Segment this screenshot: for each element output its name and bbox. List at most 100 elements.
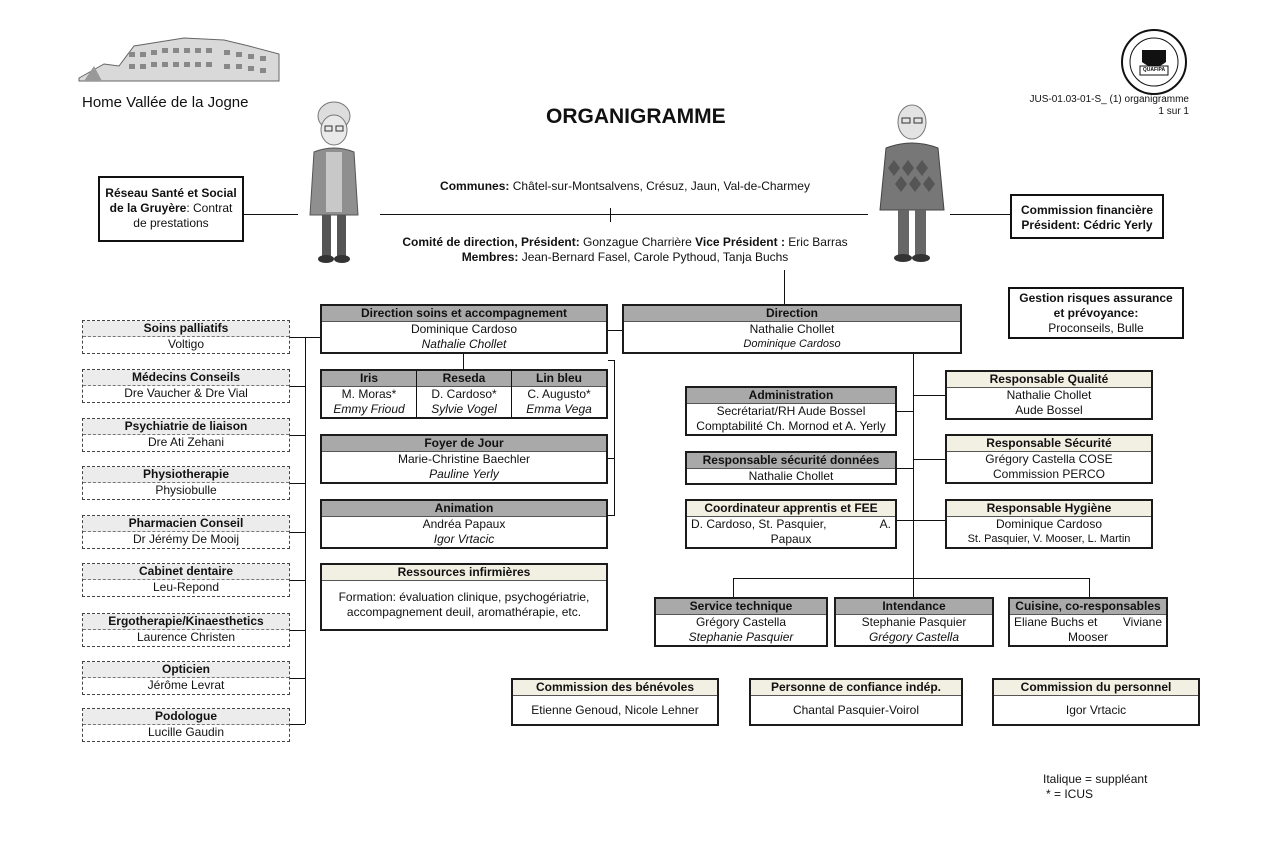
left-box-value: Voltigo xyxy=(167,337,205,351)
left-box-podologue: Podologue Lucille Gaudin xyxy=(82,708,290,742)
connector xyxy=(913,354,914,597)
commission-personnel-box: Commission du personnel Igor Vrtacic xyxy=(992,678,1200,726)
unit-iris: Iris M. Moras* Emmy Frioud xyxy=(322,371,417,417)
legend-icus: * = ICUS xyxy=(1046,787,1094,801)
unit-title: Reseda xyxy=(417,371,511,387)
unit-deputy: Emmy Frioud xyxy=(333,402,405,416)
connector xyxy=(733,578,1089,579)
communes-line: Communes: Châtel-sur-Montsalvens, Crésuz… xyxy=(380,179,870,193)
connector xyxy=(290,580,305,581)
connector xyxy=(784,270,785,306)
gestion-line-2: et prévoyance: xyxy=(1053,306,1139,320)
connector xyxy=(290,724,305,725)
left-box-title: Soins palliatifs xyxy=(83,321,289,337)
page-title: ORGANIGRAMME xyxy=(546,105,726,128)
membres-label: Membres: xyxy=(461,250,519,264)
connector xyxy=(290,532,305,533)
left-box-value: Lucille Gaudin xyxy=(147,725,225,739)
left-box-title: Cabinet dentaire xyxy=(83,564,289,580)
coordinateur-line-2: Papaux xyxy=(770,532,812,546)
connector xyxy=(244,214,298,215)
connector xyxy=(897,468,913,469)
left-box-title: Physiotherapie xyxy=(83,467,289,483)
gestion-risques-box: Gestion risques assurance et prévoyance:… xyxy=(1008,287,1184,339)
securite-donnees-name: Nathalie Chollet xyxy=(748,469,834,483)
page-number: 1 sur 1 xyxy=(1158,106,1189,117)
cuisine-box: Cuisine, co-responsables Eliane Buchs et… xyxy=(1008,597,1168,647)
unit-title: Iris xyxy=(322,371,416,387)
qualite-title: Responsable Qualité xyxy=(947,372,1151,388)
left-box-value: Physiobulle xyxy=(155,483,217,497)
securite-donnees-box: Responsable sécurité données Nathalie Ch… xyxy=(685,451,897,485)
administration-line-2: Comptabilité Ch. Mornod et A. Yerly xyxy=(696,419,886,433)
intendance-title: Intendance xyxy=(836,599,992,615)
unit-name: D. Cardoso* xyxy=(431,387,497,401)
intendance-box: Intendance Stephanie Pasquier Grégory Ca… xyxy=(834,597,994,647)
connector xyxy=(733,578,734,598)
administration-line-1: Secrétariat/RH Aude Bossel xyxy=(716,404,866,418)
gestion-line-3: Proconseils, Bulle xyxy=(1048,321,1144,335)
ressources-text: Formation: évaluation clinique, psychogé… xyxy=(338,590,590,619)
connector xyxy=(608,458,615,459)
coordinateur-line-1: D. Cardoso, St. Pasquier, xyxy=(691,517,827,531)
cuisine-name: Eliane Buchs et xyxy=(1014,615,1098,629)
units-box: Iris M. Moras* Emmy Frioud Reseda D. Car… xyxy=(320,369,608,419)
connector xyxy=(1089,578,1090,598)
left-box-title: Ergotherapie/Kinaesthetics xyxy=(83,614,289,630)
membres-value: Jean-Bernard Fasel, Carole Pythoud, Tanj… xyxy=(518,250,789,264)
left-box-value: Laurence Christen xyxy=(136,630,236,644)
communes-value: Châtel-sur-Montsalvens, Crésuz, Jaun, Va… xyxy=(509,179,810,193)
commission-benevoles-box: Commission des bénévoles Etienne Genoud,… xyxy=(511,678,719,726)
hygiene-line-2: St. Pasquier, V. Mooser, L. Martin xyxy=(967,533,1131,545)
unit-deputy: Emma Vega xyxy=(526,402,592,416)
animation-title: Animation xyxy=(322,501,606,517)
unit-deputy: Sylvie Vogel xyxy=(431,402,497,416)
direction-soins-deputy: Nathalie Chollet xyxy=(421,337,507,351)
securite-donnees-title: Responsable sécurité données xyxy=(687,453,895,469)
gestion-line-1: Gestion risques assurance xyxy=(1019,291,1173,305)
elderly-man-illustration xyxy=(874,100,950,265)
cuisine-name-b: Viviane xyxy=(1122,615,1162,629)
reseau-title-2: de la Gruyère xyxy=(109,201,187,215)
left-box-ergotherapie: Ergotherapie/Kinaesthetics Laurence Chri… xyxy=(82,613,290,647)
connector xyxy=(305,337,321,338)
left-box-value: Dre Vaucher & Dre Vial xyxy=(124,386,248,400)
logo-text: Home Vallée de la Jogne xyxy=(82,94,249,111)
left-box-title: Opticien xyxy=(83,662,289,678)
left-box-pharmacien: Pharmacien Conseil Dr Jérémy De Mooij xyxy=(82,515,290,549)
connector xyxy=(913,459,945,460)
personne-confiance-box: Personne de confiance indép. Chantal Pas… xyxy=(749,678,963,726)
unit-lin-bleu: Lin bleu C. Augusto* Emma Vega xyxy=(512,371,606,417)
coordinateur-box: Coordinateur apprentis et FEE D. Cardoso… xyxy=(685,499,897,549)
ressources-infirmieres-box: Ressources infirmières Formation: évalua… xyxy=(320,563,608,631)
unit-title: Lin bleu xyxy=(512,371,606,387)
comite-president: Gonzague Charrière xyxy=(579,235,696,249)
left-box-medecins-conseils: Médecins Conseils Dre Vaucher & Dre Vial xyxy=(82,369,290,403)
direction-deputy: Dominique Cardoso xyxy=(743,338,841,350)
foyer-deputy: Pauline Yerly xyxy=(429,467,499,481)
connector xyxy=(614,360,615,515)
commission-value: Igor Vrtacic xyxy=(1065,703,1127,717)
qualite-line-1: Nathalie Chollet xyxy=(1006,388,1092,402)
reseau-text-1: : Contrat xyxy=(186,201,233,215)
communes-label: Communes: xyxy=(440,179,510,193)
left-box-title: Podologue xyxy=(83,709,289,725)
left-box-title: Pharmacien Conseil xyxy=(83,516,289,532)
coordinateur-line-1b: A. xyxy=(879,517,891,531)
legend-italic: Italique = suppléant xyxy=(1043,772,1148,786)
direction-name: Nathalie Chollet xyxy=(749,322,835,336)
service-technique-box: Service technique Grégory Castella Steph… xyxy=(654,597,828,647)
coordinateur-title: Coordinateur apprentis et FEE xyxy=(687,501,895,517)
commission-value: Etienne Genoud, Nicole Lehner xyxy=(531,703,699,717)
connector xyxy=(608,360,615,361)
comite-vp: Eric Barras xyxy=(784,235,848,249)
connector xyxy=(290,337,305,338)
qualite-line-2: Aude Bossel xyxy=(1015,403,1083,417)
commission-value: Chantal Pasquier-Voirol xyxy=(792,703,920,717)
quality-seal: QUAFIPA xyxy=(1120,28,1188,96)
unit-reseda: Reseda D. Cardoso* Sylvie Vogel xyxy=(417,371,512,417)
responsable-hygiene-box: Responsable Hygiène Dominique Cardoso St… xyxy=(945,499,1153,549)
commission-financiere-title: Commission financière xyxy=(1020,203,1154,217)
hygiene-line-1: Dominique Cardoso xyxy=(995,517,1103,531)
left-box-value: Leu-Repond xyxy=(152,580,220,594)
